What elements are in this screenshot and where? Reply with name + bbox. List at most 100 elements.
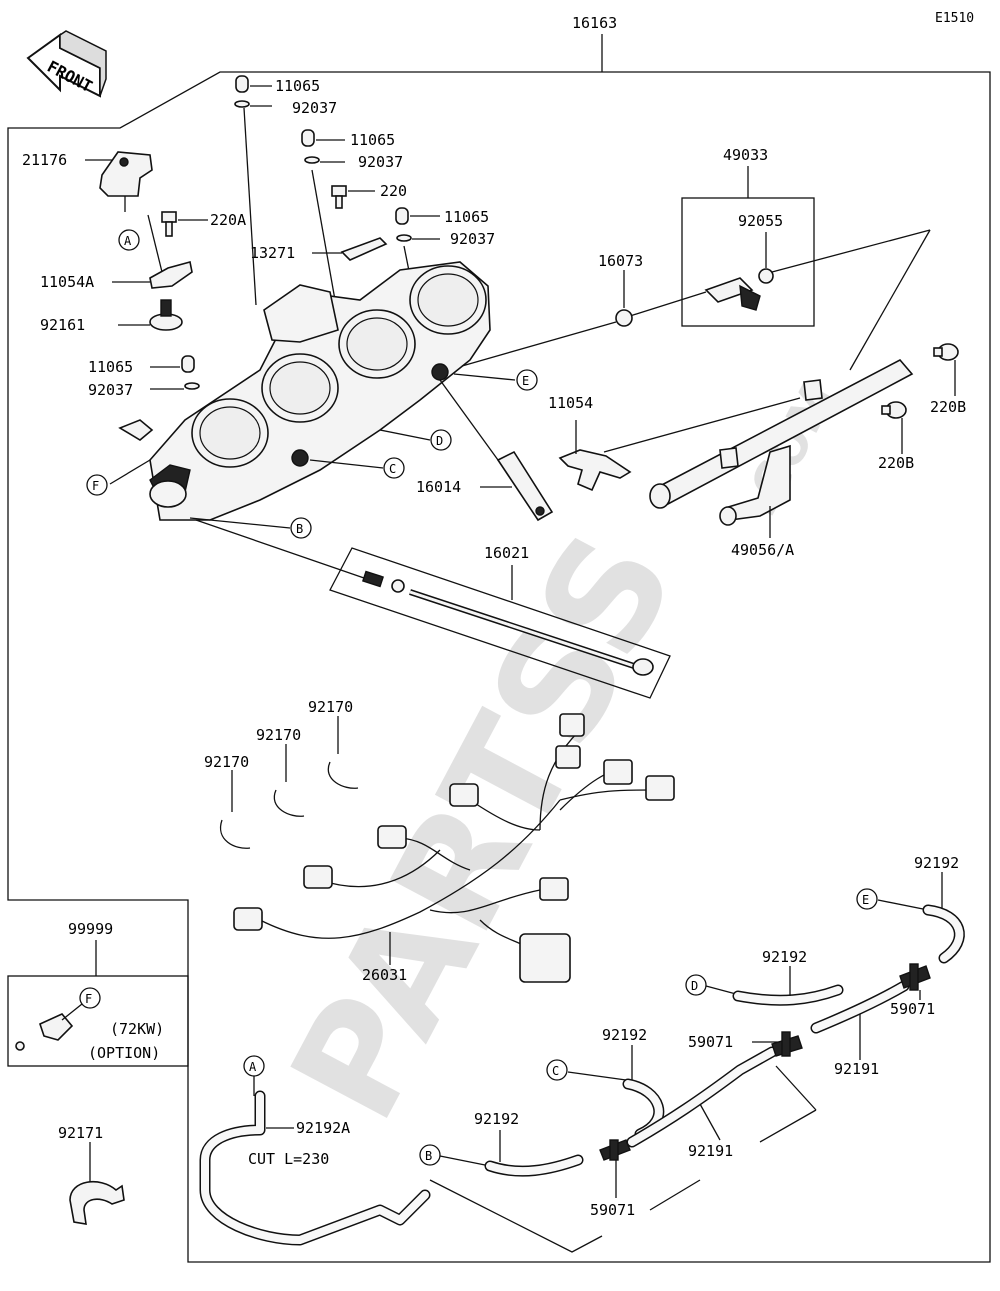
part-label-49033: 49033 xyxy=(723,146,768,164)
part-label-11054a: 11054A xyxy=(40,273,94,291)
part-label-92192a: 92192A xyxy=(296,1119,350,1137)
callout-e-top-label: E xyxy=(522,374,529,388)
damper-92161-icon xyxy=(149,299,183,331)
tee-59071-a-icon xyxy=(771,1031,803,1057)
callout-f-top: F xyxy=(86,474,108,496)
wiring-harness-icon xyxy=(233,713,675,983)
part-label-92037-a: 92037 xyxy=(292,99,337,117)
grommet-16073-icon xyxy=(615,309,633,327)
option-note-1: (72KW) xyxy=(110,1020,164,1038)
callout-c-top: C xyxy=(383,457,405,479)
part-label-16021: 16021 xyxy=(484,544,529,562)
throttle-body-assembly xyxy=(118,261,491,521)
callout-b-bottom-label: B xyxy=(425,1149,432,1163)
part-label-220b-a: 220B xyxy=(930,398,966,416)
callout-d-bottom-label: D xyxy=(691,979,698,993)
callout-e-bottom: E xyxy=(856,888,878,910)
hose-92192-e-icon xyxy=(922,904,965,964)
part-label-92055: 92055 xyxy=(738,212,783,230)
part-label-59071-a: 59071 xyxy=(688,1033,733,1051)
part-label-16073: 16073 xyxy=(598,252,643,270)
hose-92192-b-icon xyxy=(484,1154,584,1177)
callout-c-bottom: C xyxy=(546,1059,568,1081)
bolt-220a-icon xyxy=(161,211,177,237)
part-label-26031: 26031 xyxy=(362,966,407,984)
bolt-220-icon xyxy=(331,185,347,209)
part-label-59071-c: 59071 xyxy=(590,1201,635,1219)
part-label-92161: 92161 xyxy=(40,316,85,334)
part-label-220b-b: 220B xyxy=(878,454,914,472)
part-label-92192-e: 92192 xyxy=(914,854,959,872)
part-label-13271: 13271 xyxy=(250,244,295,262)
callout-b-top-label: B xyxy=(296,522,303,536)
callout-d-bottom: D xyxy=(685,974,707,996)
callout-a-bottom: A xyxy=(243,1055,265,1077)
tag-16014-icon xyxy=(496,450,554,522)
hose-92192-d-icon xyxy=(732,984,844,1006)
plate-13271-icon xyxy=(340,237,388,261)
bracket-11054-icon xyxy=(558,449,632,492)
bolt-220b-b-icon xyxy=(881,401,907,419)
front-arrow-icon xyxy=(26,30,107,98)
bracket-11054a-icon xyxy=(149,261,193,289)
option-box xyxy=(7,975,189,1067)
callout-b-bottom: B xyxy=(419,1144,441,1166)
callout-b-top: B xyxy=(290,517,312,539)
watermark: PARTSS xyxy=(259,507,710,1147)
part-label-11065-d: 11065 xyxy=(88,358,133,376)
callout-c-bottom-label: C xyxy=(552,1064,559,1078)
cap-11065-c-icon xyxy=(395,207,412,242)
part-label-92191-b: 92191 xyxy=(834,1060,879,1078)
tee-59071-c-icon xyxy=(599,1139,631,1161)
callout-a-top: A xyxy=(118,229,140,251)
part-label-92037-d: 92037 xyxy=(88,381,133,399)
bracket-option-icon xyxy=(15,1013,74,1051)
part-label-21176: 21176 xyxy=(22,151,67,169)
callout-d-top: D xyxy=(430,429,452,451)
part-label-11054: 11054 xyxy=(548,394,593,412)
part-label-92170-a: 92170 xyxy=(204,753,249,771)
cut-note: CUT L=230 xyxy=(248,1150,329,1168)
clamp-92170-c-icon xyxy=(327,761,359,789)
part-label-92192-d: 92192 xyxy=(762,948,807,966)
callout-f-option-label: F xyxy=(85,992,92,1006)
part-label-92037-b: 92037 xyxy=(358,153,403,171)
oring-92055-icon xyxy=(758,268,774,284)
cap-11065-a-icon xyxy=(234,75,250,108)
cable-16021-frame xyxy=(329,547,671,699)
fuel-rail-icon xyxy=(649,358,914,526)
part-label-59071-b: 59071 xyxy=(890,1000,935,1018)
part-label-99999: 99999 xyxy=(68,920,113,938)
tee-59071-b-icon xyxy=(899,963,931,991)
part-label-16014: 16014 xyxy=(416,478,461,496)
part-label-92171: 92171 xyxy=(58,1124,103,1142)
bolt-220b-a-icon xyxy=(933,343,959,361)
callout-f-option: F xyxy=(79,987,101,1009)
part-label-92170-b: 92170 xyxy=(256,726,301,744)
part-label-92037-c: 92037 xyxy=(450,230,495,248)
clamp-92170-a-icon xyxy=(219,819,251,849)
part-label-220a: 220A xyxy=(210,211,246,229)
cap-11065-b-icon xyxy=(301,129,320,164)
part-label-92192-c: 92192 xyxy=(602,1026,647,1044)
injector-icon xyxy=(704,277,761,311)
part-label-16163: 16163 xyxy=(572,14,617,32)
part-label-11065-c: 11065 xyxy=(444,208,489,226)
part-label-92192-b: 92192 xyxy=(474,1110,519,1128)
callout-a-top-label: A xyxy=(124,234,132,248)
hose-92191-b-icon xyxy=(810,980,910,1034)
clip-92171-icon xyxy=(69,1181,125,1225)
hose-92192a-icon xyxy=(199,1090,431,1246)
assembly-outline xyxy=(7,71,991,1263)
part-label-92191-a: 92191 xyxy=(688,1142,733,1160)
option-note-2: (OPTION) xyxy=(88,1044,160,1062)
sensor-21176-icon xyxy=(99,151,153,197)
part-label-92170-c: 92170 xyxy=(308,698,353,716)
callout-c-top-label: C xyxy=(389,462,396,476)
part-label-49056a: 49056/A xyxy=(731,541,794,559)
part-label-11065-b: 11065 xyxy=(350,131,395,149)
callout-d-top-label: D xyxy=(436,434,443,448)
callout-a-bottom-label: A xyxy=(249,1060,257,1074)
hose-92191-a-icon xyxy=(626,1046,778,1148)
